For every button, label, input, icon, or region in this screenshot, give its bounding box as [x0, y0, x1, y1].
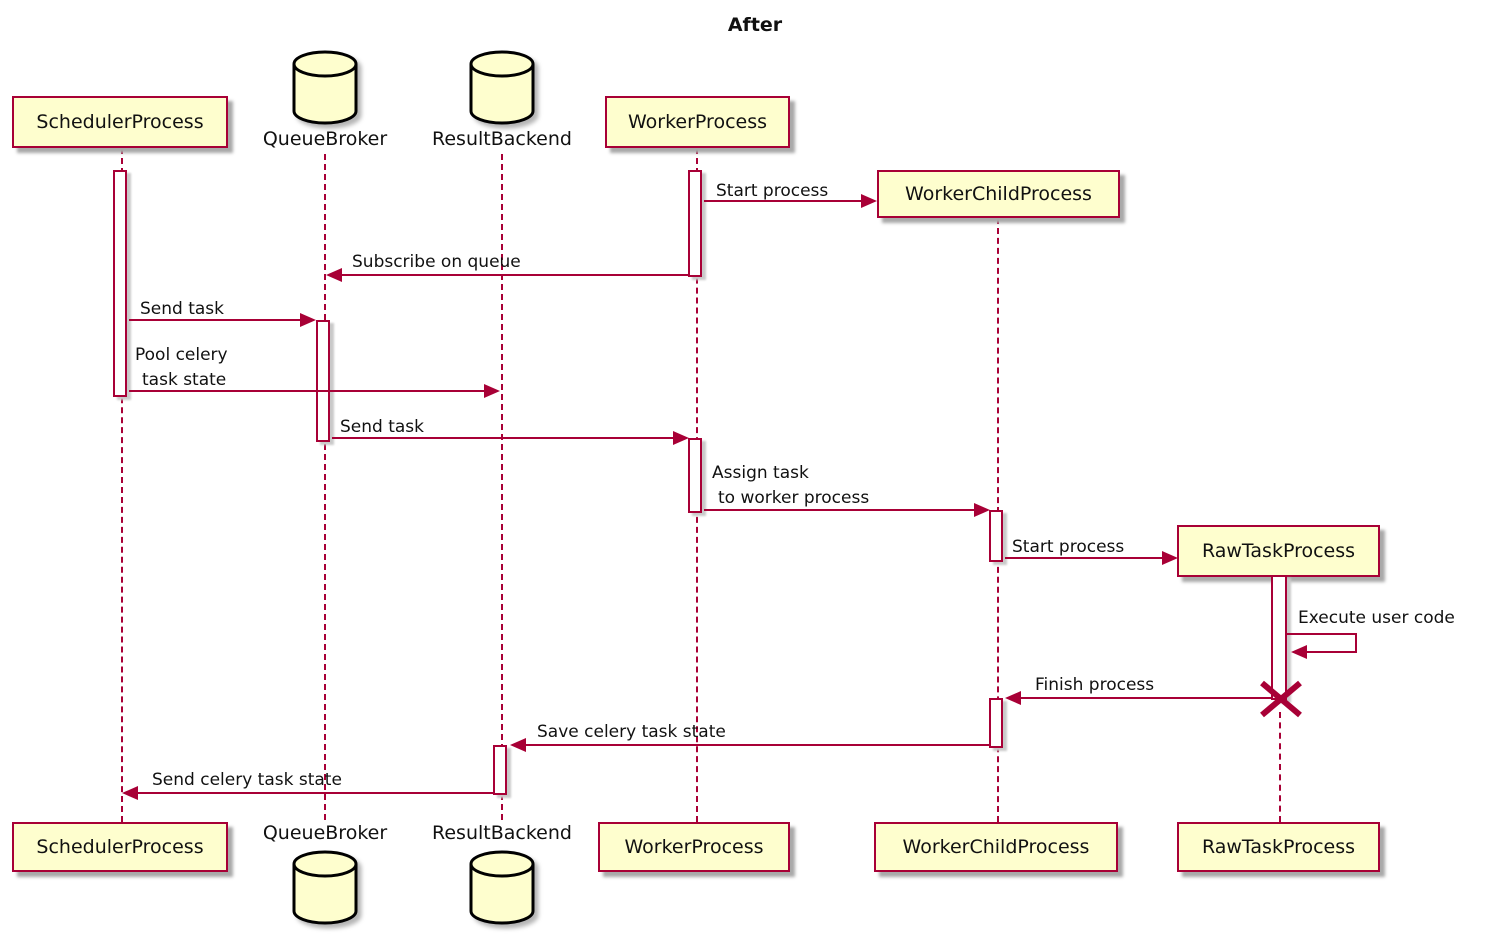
message-arrow-send-state: [136, 792, 493, 794]
message-arrow-finish-process: [1019, 697, 1273, 699]
participant-label: QueueBroker: [262, 822, 388, 844]
message-label-line1: Pool celery: [135, 345, 228, 365]
database-icon-queue-broker-bottom: [292, 850, 358, 925]
participant-label: ResultBackend: [432, 128, 572, 150]
participant-label: WorkerProcess: [627, 111, 767, 133]
message-label: Save celery task state: [537, 722, 726, 742]
activation-queue-broker: [316, 320, 330, 442]
arrowhead-left-icon: [1005, 691, 1021, 705]
arrowhead-right-icon: [484, 384, 500, 398]
message-arrow-save-state: [524, 744, 989, 746]
message-arrow-start-process-child: [704, 200, 864, 202]
arrowhead-right-icon: [673, 431, 689, 445]
participant-label: RawTaskProcess: [1201, 836, 1356, 858]
participant-bottom-scheduler: SchedulerProcess: [12, 822, 228, 872]
participant-label: RawTaskProcess: [1201, 540, 1356, 562]
database-icon-queue-broker-top: [292, 50, 358, 125]
activation-worker-child-1: [989, 510, 1003, 562]
participant-bottom-worker-child: WorkerChildProcess: [874, 822, 1118, 872]
participant-label: QueueBroker: [262, 128, 388, 150]
arrowhead-left-icon: [510, 738, 526, 752]
lifeline-queue-broker: [324, 154, 326, 820]
message-label-line2: task state: [142, 370, 227, 390]
participant-label: WorkerProcess: [624, 836, 764, 858]
message-label: Start process: [1012, 537, 1125, 557]
participant-top-worker: WorkerProcess: [605, 96, 790, 148]
message-arrow-start-process-raw: [1005, 557, 1163, 559]
arrowhead-left-icon: [122, 786, 138, 800]
message-arrow-send-task-2: [332, 437, 674, 439]
self-call-top-line: [1287, 633, 1357, 635]
message-label: Subscribe on queue: [352, 252, 521, 272]
message-label: Finish process: [1035, 675, 1155, 695]
message-label: Pool celery task state: [135, 343, 228, 393]
message-label: Send task: [140, 299, 225, 319]
participant-created-raw-task: RawTaskProcess: [1177, 525, 1380, 577]
message-arrow-assign-task: [704, 509, 975, 511]
arrowhead-right-icon: [974, 503, 990, 517]
participant-label: SchedulerProcess: [36, 111, 204, 133]
participant-bottom-raw-task: RawTaskProcess: [1177, 822, 1380, 872]
activation-worker-1: [688, 170, 702, 277]
participant-label: SchedulerProcess: [36, 836, 204, 858]
message-label: Execute user code: [1298, 608, 1455, 628]
participant-label: ResultBackend: [432, 822, 572, 844]
activation-result-backend: [493, 745, 507, 795]
arrowhead-left-icon: [326, 268, 342, 282]
message-label-line1: Assign task: [712, 463, 809, 483]
destroy-x-icon: [1260, 680, 1302, 718]
arrowhead-left-icon: [1291, 645, 1307, 659]
lifeline-scheduler: [121, 148, 123, 822]
message-arrow-pool-celery: [129, 390, 485, 392]
diagram-title: After: [727, 14, 783, 36]
participant-bottom-result-backend: ResultBackend: [427, 822, 577, 844]
participant-top-scheduler: SchedulerProcess: [12, 96, 228, 148]
message-label: Send celery task state: [152, 770, 342, 790]
database-icon-result-backend-top: [469, 50, 535, 125]
lifeline-raw-task: [1279, 712, 1281, 822]
message-label-line2: to worker process: [718, 488, 870, 508]
activation-worker-2: [688, 438, 702, 513]
message-label: Send task: [340, 417, 425, 437]
participant-label: WorkerChildProcess: [902, 836, 1090, 858]
participant-top-result-backend: ResultBackend: [427, 128, 577, 150]
participant-top-queue-broker: QueueBroker: [255, 128, 395, 150]
message-label: Start process: [716, 181, 829, 201]
self-call-side-line: [1355, 633, 1357, 653]
self-call-bottom-line: [1305, 651, 1357, 653]
arrowhead-right-icon: [1162, 551, 1178, 565]
activation-worker-child-2: [989, 698, 1003, 748]
participant-label: WorkerChildProcess: [905, 183, 1092, 205]
message-arrow-subscribe-on-queue: [340, 274, 688, 276]
arrowhead-right-icon: [861, 194, 877, 208]
lifeline-result-backend: [501, 154, 503, 820]
participant-bottom-worker: WorkerProcess: [598, 822, 790, 872]
participant-bottom-queue-broker: QueueBroker: [255, 822, 395, 844]
participant-created-worker-child: WorkerChildProcess: [877, 170, 1120, 218]
message-label: Assign task to worker process: [712, 461, 869, 511]
database-icon-result-backend-bottom: [469, 850, 535, 925]
arrowhead-right-icon: [300, 313, 316, 327]
message-arrow-send-task-1: [129, 319, 302, 321]
activation-scheduler: [113, 170, 127, 397]
